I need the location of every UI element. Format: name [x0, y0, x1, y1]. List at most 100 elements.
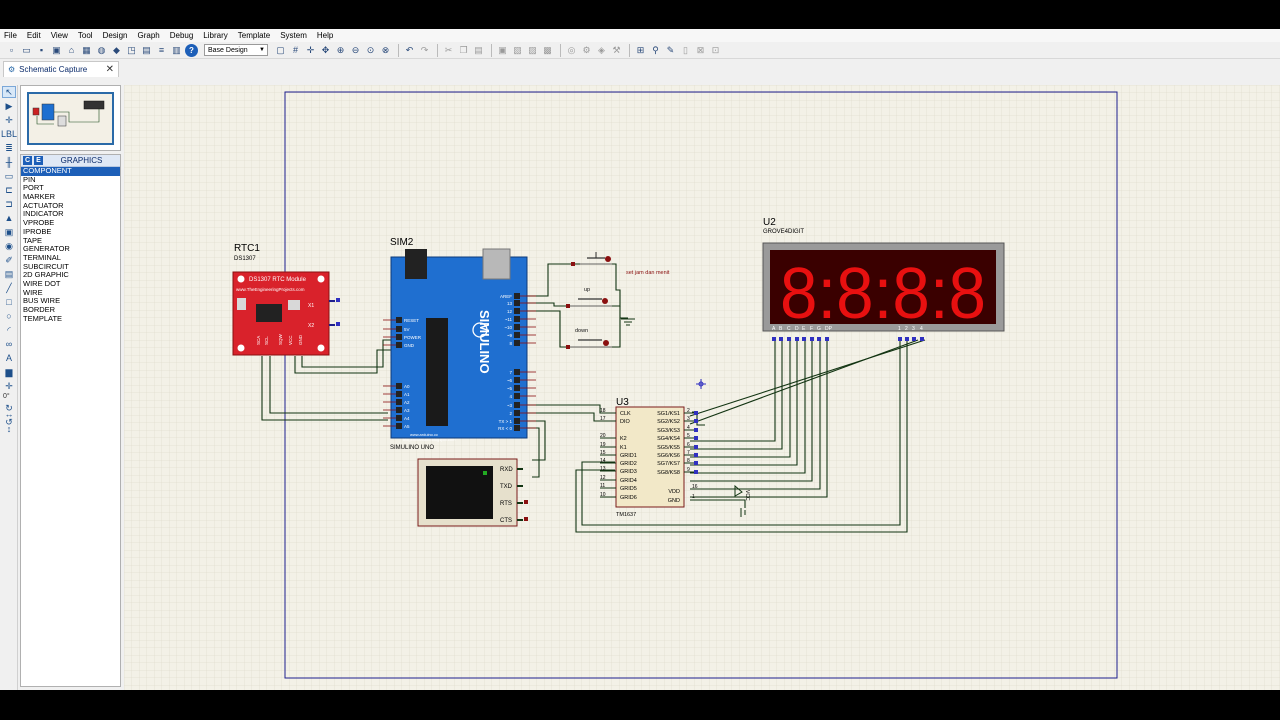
virtual-terminal[interactable]: RXD TXD RTS CTS — [417, 458, 528, 527]
wire-autorouter-icon[interactable]: ⊞ — [636, 44, 645, 55]
graphics-mode-item[interactable]: BUS WIRE — [23, 296, 61, 306]
pcb-icon[interactable]: ◍ — [97, 44, 106, 55]
graphics-mode-item[interactable]: INDICATOR — [23, 209, 64, 219]
button-set[interactable] — [571, 252, 612, 266]
mirror-y-icon[interactable]: ↕ — [6, 424, 12, 434]
zoom-out-icon[interactable]: ⊖ — [351, 44, 360, 55]
make-device-icon[interactable]: ⚙ — [582, 44, 591, 55]
wire-label-icon[interactable]: LBL — [1, 129, 18, 139]
refresh-icon[interactable]: ▢ — [276, 44, 285, 55]
block-rotate-icon[interactable]: ▨ — [528, 44, 537, 55]
graphics-mode-item[interactable]: PORT — [23, 183, 44, 193]
source-code-icon[interactable]: ▥ — [172, 44, 181, 55]
subcircuit-icon[interactable]: ▭ — [4, 170, 14, 181]
pushbuttons[interactable]: set jam dan menit up down — [566, 252, 670, 349]
close-icon[interactable]: ✕ — [105, 64, 114, 75]
block-copy-icon[interactable]: ▣ — [498, 44, 507, 55]
open-folder-icon[interactable]: ▭ — [22, 44, 31, 55]
current-probe-icon[interactable]: ▤ — [4, 268, 14, 279]
schematic-icon[interactable]: ▦ — [82, 44, 91, 55]
decompose-icon[interactable]: ⚒ — [612, 44, 621, 55]
rotate-anticlockwise-icon[interactable]: ↺ — [5, 416, 13, 427]
property-assignment-icon[interactable]: ✎ — [666, 44, 675, 55]
netlist-icon[interactable]: ⊡ — [711, 44, 720, 55]
menu-edit[interactable]: Edit — [26, 31, 41, 40]
layer-select[interactable]: Base Design▼ — [204, 44, 268, 56]
menu-view[interactable]: View — [50, 31, 68, 40]
save-all-icon[interactable]: ▣ — [52, 44, 61, 55]
help-icon[interactable]: ? — [185, 43, 198, 57]
line-icon[interactable]: ╱ — [6, 282, 12, 293]
graphics-mode-item[interactable]: MARKER — [23, 192, 56, 202]
rtc-module[interactable]: RTC1 DS1307 DS1307 RTC Module www.TheEng… — [232, 243, 340, 356]
menu-system[interactable]: System — [280, 31, 307, 40]
overview-window[interactable] — [20, 85, 121, 151]
generator-icon[interactable]: ◉ — [5, 240, 13, 251]
graphics-mode-item[interactable]: 2D GRAPHIC — [23, 270, 69, 280]
overview-viewport[interactable] — [27, 92, 114, 145]
pan-icon[interactable]: ✥ — [321, 44, 330, 55]
button-up[interactable] — [566, 298, 612, 308]
rotate-clockwise-icon[interactable]: ↻ — [5, 402, 13, 413]
graphics-mode-item[interactable]: SUBCIRCUIT — [23, 261, 69, 271]
graphics-mode-item[interactable]: ACTUATOR — [23, 200, 64, 210]
new-file-icon[interactable]: ▫ — [9, 45, 14, 55]
paste-icon[interactable]: ▤ — [474, 44, 483, 55]
graphics-mode-item[interactable]: PIN — [23, 174, 36, 184]
origin-icon[interactable]: ✛ — [306, 44, 315, 55]
schematic-canvas[interactable]: RTC1 DS1307 DS1307 RTC Module www.TheEng… — [124, 85, 1280, 690]
bus-icon[interactable]: ╫ — [5, 157, 13, 167]
block-delete-icon[interactable]: ▩ — [543, 44, 552, 55]
schematic-svg[interactable]: RTC1 DS1307 DS1307 RTC Module www.TheEng… — [124, 85, 1280, 690]
home-icon[interactable]: ⌂ — [68, 45, 75, 55]
search-tag-icon[interactable]: ⚲ — [652, 44, 659, 55]
terminal-icon[interactable]: ⊏ — [5, 184, 13, 195]
arduino-uno[interactable]: SIM2 SIMULINO www.arduino.cc blogembarca… — [383, 237, 536, 451]
graphics-mode-item[interactable]: WIRE — [23, 287, 43, 297]
graphics-mode-item[interactable]: WIRE DOT — [23, 278, 61, 288]
undo-icon[interactable]: ↶ — [405, 44, 414, 55]
graphics-mode-item[interactable]: TEMPLATE — [23, 313, 63, 323]
redo-icon[interactable]: ↷ — [420, 44, 429, 55]
save-icon[interactable]: ▪ — [39, 45, 44, 55]
menu-tool[interactable]: Tool — [77, 31, 93, 40]
circle-icon[interactable]: ○ — [6, 311, 12, 321]
zoom-area-icon[interactable]: ⊗ — [381, 44, 390, 55]
new-sheet-icon[interactable]: ▯ — [683, 44, 688, 55]
graphics-mode-item[interactable]: TERMINAL — [23, 252, 61, 262]
pick-devices-button[interactable]: C — [23, 156, 32, 165]
menu-design[interactable]: Design — [102, 31, 128, 40]
mirror-x-icon[interactable]: ↔ — [4, 409, 14, 419]
3d-view-icon[interactable]: ◆ — [113, 44, 120, 55]
path-icon[interactable]: ∞ — [5, 339, 13, 349]
library-manager-button[interactable]: E — [34, 156, 43, 165]
pick-device-icon[interactable]: ◎ — [567, 44, 576, 55]
menu-template[interactable]: Template — [237, 31, 271, 40]
tab-schematic-capture[interactable]: ⚙ Schematic Capture ✕ — [3, 61, 119, 77]
symbol-icon[interactable]: ▆ — [5, 366, 13, 377]
cut-icon[interactable]: ✂ — [444, 44, 453, 55]
graphics-mode-item[interactable]: COMPONENT — [21, 166, 120, 176]
design-explorer-icon[interactable]: ▤ — [142, 44, 151, 55]
device-pin-icon[interactable]: ⊐ — [5, 198, 13, 209]
graphics-mode-item[interactable]: BORDER — [23, 305, 56, 314]
grid-toggle-icon[interactable]: # — [292, 45, 298, 55]
component-mode-icon[interactable]: ▶ — [5, 100, 13, 111]
menu-help[interactable]: Help — [316, 31, 334, 40]
voltage-probe-icon[interactable]: ✐ — [5, 254, 13, 265]
tape-recorder-icon[interactable]: ▣ — [4, 226, 14, 237]
button-down[interactable] — [566, 339, 612, 349]
graphics-mode-item[interactable]: IPROBE — [23, 226, 52, 236]
remove-sheet-icon[interactable]: ⊠ — [696, 44, 705, 55]
zoom-in-icon[interactable]: ⊕ — [336, 44, 345, 55]
zoom-all-icon[interactable]: ⊙ — [366, 44, 375, 55]
text-icon[interactable]: A — [5, 353, 12, 363]
box-icon[interactable]: □ — [6, 297, 12, 307]
selection-mode-icon[interactable]: ↖ — [2, 86, 16, 98]
block-move-icon[interactable]: ▧ — [513, 44, 522, 55]
packaging-tool-icon[interactable]: ◈ — [598, 44, 605, 55]
menu-library[interactable]: Library — [203, 31, 228, 40]
graph-icon[interactable]: ▲ — [4, 213, 14, 223]
